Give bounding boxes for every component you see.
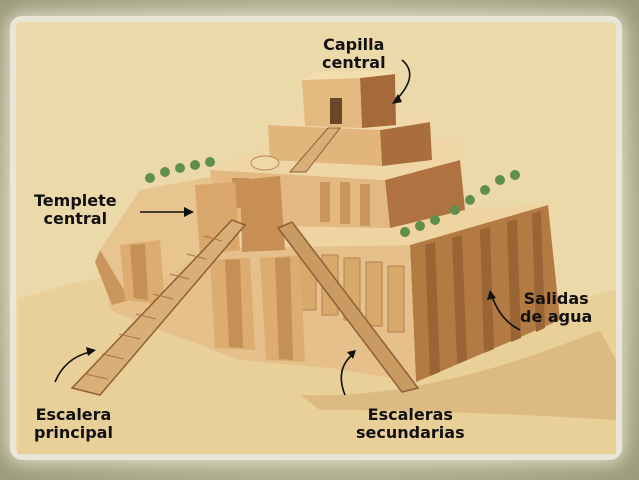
label-escaleras-secundarias: Escaleras secundarias xyxy=(356,406,465,442)
middle-panels xyxy=(320,182,370,226)
base-right-buttresses xyxy=(425,211,545,376)
label-templete-line2: central xyxy=(43,209,108,228)
arrow-escaleras-secundarias xyxy=(340,354,353,396)
gate-tower-right xyxy=(240,176,285,252)
templete-dome xyxy=(250,155,280,171)
label-escalera-line1: Escalera xyxy=(35,405,112,424)
label-templete-line1: Templete xyxy=(34,191,117,210)
label-capilla-central: Capilla central xyxy=(322,36,386,72)
left-wing-shade xyxy=(95,250,130,305)
chapel-door xyxy=(330,98,342,124)
label-escalera-line2: principal xyxy=(34,423,113,442)
arrow-salidas xyxy=(491,295,521,331)
main-staircase-steps xyxy=(84,235,223,380)
label-escaleras-line1: Escaleras xyxy=(367,405,453,424)
label-salidas-line2: de agua xyxy=(520,307,593,326)
label-salidas-line1: Salidas xyxy=(523,289,589,308)
ground-shadow xyxy=(300,330,616,420)
upper-staircase xyxy=(288,127,342,173)
middle-right-face xyxy=(385,160,465,228)
front-buttresses xyxy=(120,240,305,362)
label-capilla-line1: Capilla xyxy=(323,35,385,54)
label-arrows xyxy=(54,59,521,396)
arrow-heads xyxy=(86,94,496,359)
label-capilla-line2: central xyxy=(322,53,386,72)
label-escalera-principal: Escalera principal xyxy=(34,406,113,442)
arrow-capilla xyxy=(395,59,411,101)
arrow-escalera-principal xyxy=(54,351,91,383)
palm-trees xyxy=(145,157,520,237)
label-templete-central: Templete central xyxy=(34,192,117,228)
chapel-right-face xyxy=(360,74,396,128)
secondary-staircase xyxy=(276,221,420,393)
label-escaleras-line2: secundarias xyxy=(356,423,465,442)
upper-right-face xyxy=(380,122,432,166)
chapel-roof xyxy=(302,70,395,80)
label-salidas-de-agua: Salidas de agua xyxy=(520,290,592,326)
